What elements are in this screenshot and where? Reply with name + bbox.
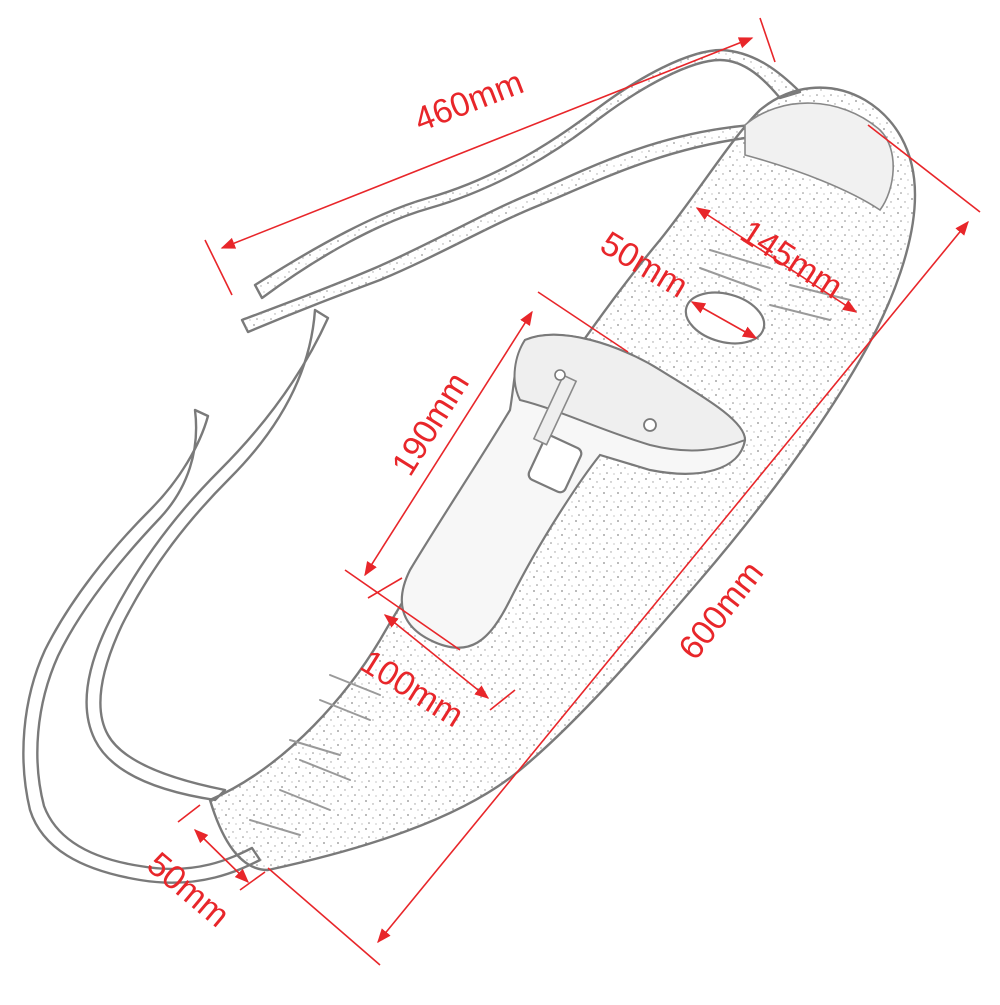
snap-rivet-2 <box>554 369 566 381</box>
dimension-lines <box>177 17 981 966</box>
top-patch <box>744 102 894 212</box>
ext-line-total-top <box>867 124 981 213</box>
ext-line-bottom-right <box>239 871 266 891</box>
ext-line-pocket-width-right <box>489 689 516 711</box>
ext-line-total-bottom <box>267 867 381 966</box>
ext-line-pocket-top <box>537 291 629 353</box>
dim-line-pocket-width <box>383 614 490 699</box>
ext-line-pocket-width-left <box>367 577 403 599</box>
snap-rivet <box>643 418 657 432</box>
dim-line-total-length <box>377 220 969 944</box>
label-strap-length: 460mm <box>409 63 528 139</box>
bag-body <box>208 86 917 872</box>
dim-line-strap-length <box>220 37 754 249</box>
ext-line-strap-right <box>759 17 776 63</box>
ext-line-strap-left <box>204 239 233 296</box>
ext-line-bottom-left <box>177 804 201 823</box>
dim-line-hole-width <box>690 301 758 339</box>
dim-line-bottom-width <box>193 828 250 884</box>
strap-texture <box>242 50 800 332</box>
dim-line-top-width <box>695 207 858 313</box>
strap-tail <box>85 308 330 802</box>
dim-line-pocket-height <box>364 310 533 577</box>
label-pocket-height: 190mm <box>385 366 477 482</box>
label-bottom-width: 50mm <box>140 845 237 935</box>
